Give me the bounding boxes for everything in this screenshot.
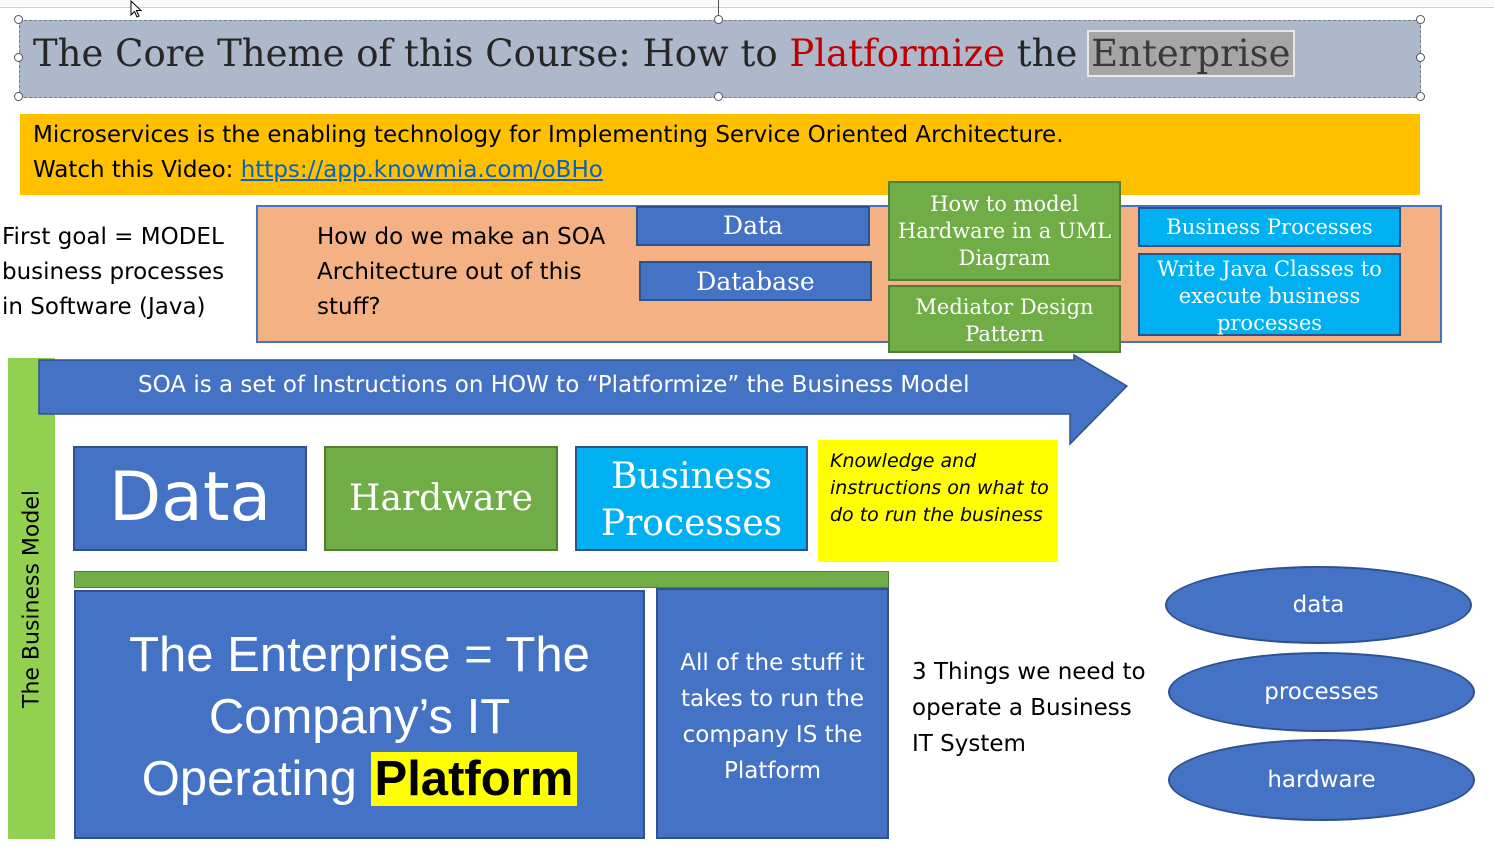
- slide-title[interactable]: The Core Theme of this Course: How to Pl…: [33, 30, 1295, 77]
- soa-arrow[interactable]: [38, 354, 1128, 446]
- video-link[interactable]: https://app.knowmia.com/oBHo: [240, 157, 603, 183]
- business-processes-box-top[interactable]: Business Processes: [1138, 207, 1401, 247]
- ribbon-edge: [0, 0, 1494, 8]
- data-box-top[interactable]: Data: [636, 206, 870, 246]
- enterprise-line-2: Company’s IT: [208, 690, 511, 744]
- uml-hardware-box[interactable]: How to model Hardware in a UML Diagram: [888, 181, 1121, 281]
- business-processes-box-large[interactable]: Business Processes: [575, 446, 808, 551]
- platform-green-strip[interactable]: [74, 571, 889, 588]
- soa-question-text: How do we make an SOA Architecture out o…: [317, 224, 606, 320]
- title-text-part2: the: [1004, 32, 1090, 75]
- data-box-large[interactable]: Data: [73, 446, 307, 551]
- enterprise-platform-box[interactable]: The Enterprise = The Company’s IT Operat…: [74, 590, 645, 839]
- ellipse-processes[interactable]: processes: [1168, 652, 1475, 732]
- resize-handle-top[interactable]: [714, 15, 723, 24]
- ellipse-hardware[interactable]: hardware: [1168, 739, 1475, 821]
- knowledge-note[interactable]: Knowledge and instructions on what to do…: [818, 440, 1058, 562]
- resize-handle-right[interactable]: [1416, 53, 1425, 62]
- ellipse-data[interactable]: data: [1165, 566, 1472, 644]
- soa-arrow-text: SOA is a set of Instructions on HOW to “…: [138, 372, 970, 398]
- banner-line-1: Microservices is the enabling technology…: [33, 122, 1064, 148]
- hardware-box[interactable]: Hardware: [324, 446, 558, 551]
- database-box[interactable]: Database: [639, 261, 872, 301]
- title-text-part1: The Core Theme of this Course: How to: [33, 32, 790, 75]
- resize-handle-tr[interactable]: [1416, 15, 1425, 24]
- three-things-text: 3 Things we need to operate a Business I…: [912, 659, 1146, 757]
- first-goal-text: First goal = MODEL business processes in…: [2, 224, 225, 320]
- mediator-pattern-box[interactable]: Mediator Design Pattern: [888, 285, 1121, 353]
- video-label: Watch this Video:: [33, 157, 241, 183]
- business-model-bar[interactable]: [8, 358, 55, 839]
- enterprise-operating: Operating: [141, 752, 371, 806]
- title-selected-word[interactable]: Enterprise: [1087, 30, 1295, 77]
- resize-handle-tl[interactable]: [14, 15, 23, 24]
- title-highlight-word: Platformize: [789, 32, 1005, 75]
- rotate-handle-line: [718, 0, 719, 20]
- resize-handle-bottom[interactable]: [714, 92, 723, 101]
- enterprise-line-1: The Enterprise = The: [129, 628, 590, 682]
- resize-handle-br[interactable]: [1416, 92, 1425, 101]
- resize-handle-bl[interactable]: [14, 92, 23, 101]
- microservices-banner[interactable]: [20, 114, 1420, 195]
- resize-handle-left[interactable]: [14, 53, 23, 62]
- banner-line-2: Watch this Video: https://app.knowmia.co…: [33, 157, 603, 183]
- platform-highlight: Platform: [370, 752, 578, 806]
- write-java-box[interactable]: Write Java Classes to execute business p…: [1138, 253, 1401, 336]
- all-stuff-box[interactable]: All of the stuff it takes to run the com…: [656, 588, 889, 839]
- mouse-cursor-icon: [130, 0, 143, 18]
- enterprise-line-3: Operating Platform: [76, 748, 643, 810]
